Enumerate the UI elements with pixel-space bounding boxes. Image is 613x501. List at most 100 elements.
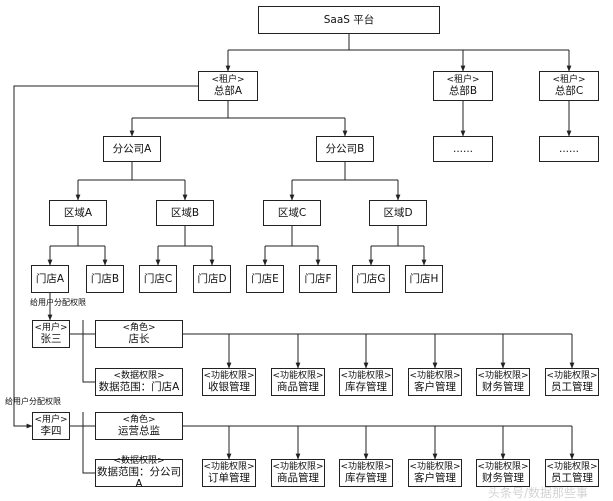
function-box: <功能权限> 收银管理: [202, 368, 256, 396]
function-name: 财务管理: [482, 381, 524, 394]
function-box: <功能权限> 客户管理: [408, 459, 462, 487]
platform-label: SaaS 平台: [323, 13, 375, 26]
ellipsis-text: ......: [452, 142, 474, 155]
ellipsis-box-c: ......: [539, 136, 599, 162]
function-name: 员工管理: [551, 472, 593, 485]
store-box-d: 门店D: [193, 265, 231, 293]
function-name: 订单管理: [208, 472, 250, 485]
region-box-c: 区域C: [263, 200, 321, 226]
function-name: 收银管理: [208, 381, 250, 394]
function-box: <功能权限> 商品管理: [271, 459, 325, 487]
region-label: 区域A: [63, 206, 93, 219]
function-tag: <功能权限>: [340, 461, 392, 472]
function-box: <功能权限> 财务管理: [476, 459, 530, 487]
function-tag: <功能权限>: [203, 370, 255, 381]
function-name: 商品管理: [277, 381, 319, 394]
user-tag: <用户>: [34, 322, 68, 333]
store-box-a: 门店A: [31, 265, 69, 293]
function-tag: <功能权限>: [272, 370, 324, 381]
arrow-connector: [13, 85, 198, 429]
region-label: 区域C: [277, 206, 307, 219]
branch-label: 分公司A: [112, 142, 152, 155]
function-box: <功能权限> 库存管理: [339, 368, 393, 396]
function-name: 库存管理: [345, 381, 387, 394]
function-tag: <功能权限>: [272, 461, 324, 472]
watermark: 头条号/数据那些事: [488, 486, 589, 500]
role-name: 店长: [128, 333, 150, 346]
line-connector: [82, 320, 95, 383]
function-box: <功能权限> 订单管理: [202, 459, 256, 487]
branch-box-a: 分公司A: [103, 136, 161, 162]
user-tag: <用户>: [34, 414, 68, 425]
branch-box-b: 分公司B: [316, 136, 374, 162]
assign-permission-label: 给用户分配权限: [30, 298, 86, 307]
function-name: 商品管理: [277, 472, 319, 485]
function-box: <功能权限> 客户管理: [408, 368, 462, 396]
branch-label: 分公司B: [325, 142, 365, 155]
function-box: <功能权限> 库存管理: [339, 459, 393, 487]
ellipsis-text: ......: [558, 142, 580, 155]
data-scope: 数据范围：门店A: [98, 381, 180, 394]
function-name: 客户管理: [414, 472, 456, 485]
user-name: 张三: [40, 333, 62, 346]
function-tag: <功能权限>: [409, 461, 461, 472]
role-box-store-manager: <角色> 店长: [95, 320, 183, 348]
ellipsis-box-b: ......: [433, 136, 493, 162]
function-box: <功能权限> 员工管理: [545, 459, 599, 487]
function-name: 财务管理: [482, 472, 524, 485]
data-permission-tag: <数据权限>: [113, 370, 165, 381]
store-box-b: 门店B: [86, 265, 124, 293]
function-tag: <功能权限>: [546, 461, 598, 472]
store-label: 门店F: [304, 272, 332, 285]
function-box: <功能权限> 财务管理: [476, 368, 530, 396]
platform-box: SaaS 平台: [258, 6, 440, 34]
store-box-f: 门店F: [299, 265, 337, 293]
tenant-name: 总部C: [554, 85, 584, 98]
function-tag: <功能权限>: [340, 370, 392, 381]
function-name: 库存管理: [345, 472, 387, 485]
region-box-d: 区域D: [369, 200, 427, 226]
tenant-tag: <租户>: [211, 74, 245, 85]
tenant-box-b: <租户> 总部B: [433, 71, 493, 101]
function-box: <功能权限> 员工管理: [545, 368, 599, 396]
function-name: 客户管理: [414, 381, 456, 394]
function-tag: <功能权限>: [546, 370, 598, 381]
user-box-lisi: <用户> 李四: [32, 412, 70, 440]
function-tag: <功能权限>: [203, 461, 255, 472]
assign-permission-label: 给用户分配权限: [5, 397, 61, 406]
role-tag: <角色>: [122, 414, 156, 425]
region-box-a: 区域A: [49, 200, 107, 226]
function-name: 员工管理: [551, 381, 593, 394]
store-box-h: 门店H: [405, 265, 443, 293]
store-box-e: 门店E: [246, 265, 284, 293]
data-permission-box: <数据权限> 数据范围：门店A: [95, 368, 183, 396]
role-name: 运营总监: [118, 425, 160, 438]
data-permission-tag: <数据权限>: [113, 455, 165, 466]
store-label: 门店A: [35, 272, 65, 285]
function-tag: <功能权限>: [409, 370, 461, 381]
store-label: 门店G: [356, 272, 386, 285]
user-box-zhangsan: <用户> 张三: [32, 320, 70, 348]
role-box-operations-director: <角色> 运营总监: [95, 412, 183, 440]
store-box-c: 门店C: [139, 265, 177, 293]
tenant-tag: <租户>: [446, 74, 480, 85]
data-permission-box: <数据权限> 数据范围：分公司A: [95, 455, 183, 490]
function-box: <功能权限> 商品管理: [271, 368, 325, 396]
tenant-box-c: <租户> 总部C: [539, 71, 599, 101]
tenant-name: 总部A: [213, 85, 243, 98]
store-label: 门店B: [90, 272, 120, 285]
store-label: 门店H: [409, 272, 439, 285]
user-name: 李四: [40, 425, 62, 438]
tenant-name: 总部B: [448, 85, 478, 98]
role-tag: <角色>: [122, 322, 156, 333]
region-label: 区域D: [383, 206, 413, 219]
function-tag: <功能权限>: [477, 461, 529, 472]
region-label: 区域B: [170, 206, 200, 219]
store-label: 门店D: [197, 272, 227, 285]
tenant-box-a: <租户> 总部A: [198, 71, 258, 101]
store-label: 门店C: [143, 272, 173, 285]
tenant-tag: <租户>: [552, 74, 586, 85]
store-label: 门店E: [251, 272, 279, 285]
